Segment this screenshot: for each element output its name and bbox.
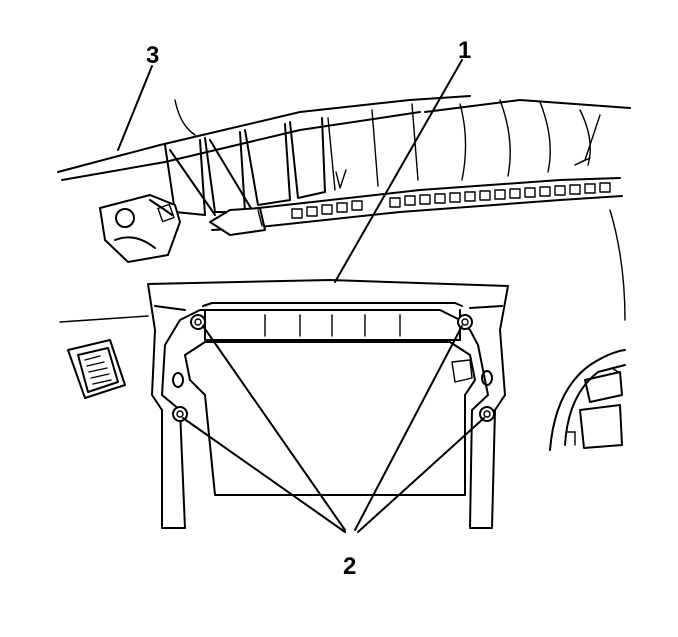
left-switch-bezel xyxy=(67,339,126,399)
callout-label-3: 3 xyxy=(146,42,159,69)
leader-line-1 xyxy=(334,59,463,283)
fastener-upper-left xyxy=(190,314,206,330)
defroster-grille xyxy=(209,177,623,236)
leader-line-3 xyxy=(117,65,153,151)
knee-bolster-panel xyxy=(147,279,509,529)
leader-line-2d xyxy=(357,417,485,533)
upper-dash-trim xyxy=(57,95,631,216)
leader-line-2b xyxy=(182,417,346,533)
leader-line-2a xyxy=(202,325,346,531)
fastener-upper-right xyxy=(457,314,473,330)
leader-line-2c xyxy=(354,325,463,531)
right-dash-edge xyxy=(609,209,626,321)
fastener-lower-right xyxy=(479,406,495,422)
left-side-vent xyxy=(99,194,181,263)
callout-label-2: 2 xyxy=(343,553,356,580)
left-trim-line xyxy=(59,315,149,323)
leader-lines xyxy=(117,59,485,533)
callout-label-1: 1 xyxy=(458,37,471,64)
right-cluster-area xyxy=(549,349,626,451)
